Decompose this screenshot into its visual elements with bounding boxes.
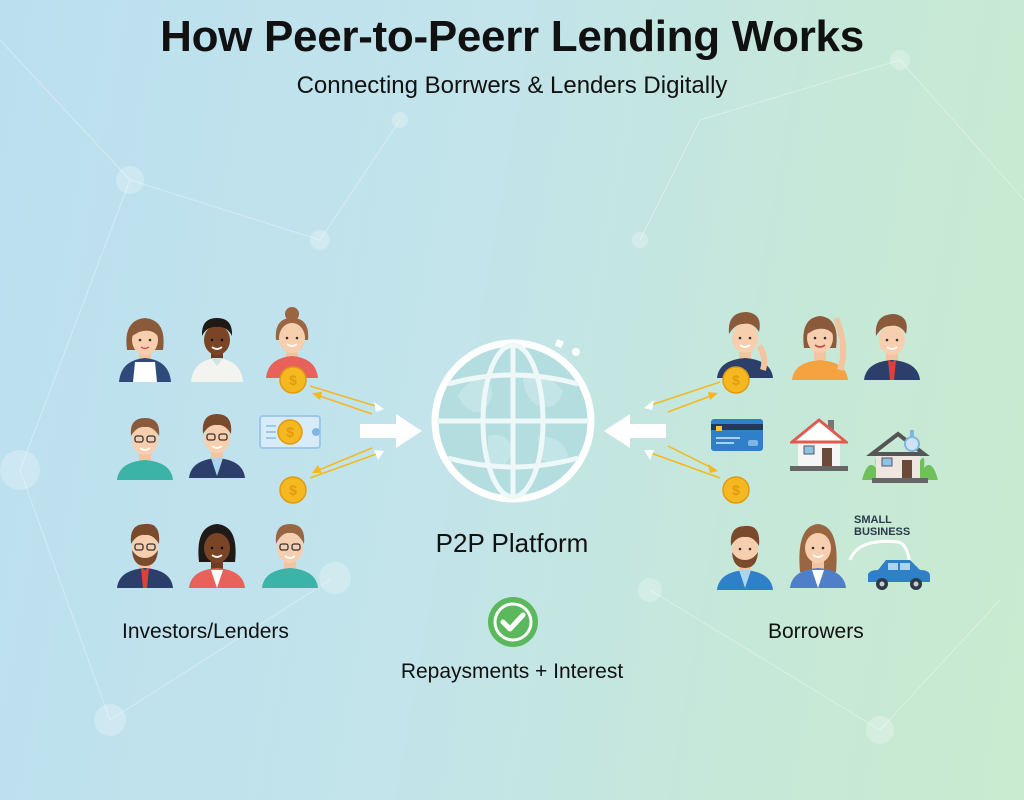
platform-label: P2P Platform bbox=[435, 528, 589, 558]
car-icon bbox=[868, 560, 930, 590]
coin-icon: $ bbox=[279, 476, 307, 504]
lender-man-suit-avatar bbox=[189, 414, 245, 478]
small-business-label: SMALL BUSINESS bbox=[854, 514, 910, 538]
lender-man-avatar bbox=[191, 318, 243, 382]
credit-card-icon bbox=[711, 419, 763, 451]
speech-curve bbox=[848, 539, 912, 567]
small-business-label-line1: SMALL bbox=[854, 514, 892, 526]
svg-text:$: $ bbox=[289, 482, 297, 498]
lender-man-glasses-avatar bbox=[117, 418, 173, 480]
check-circle-icon bbox=[488, 597, 538, 647]
house-loan-icon bbox=[862, 430, 938, 483]
coin-icon: $ bbox=[722, 366, 750, 394]
page-title: How Peer-to-Peerr Lending Works bbox=[160, 12, 864, 61]
globe-icon bbox=[431, 339, 595, 503]
borrower-man-suit-avatar bbox=[864, 314, 920, 380]
borrowers-label: Borrowers bbox=[768, 620, 864, 643]
lender-bearded-man-avatar bbox=[117, 523, 173, 588]
repayment-label: Repaysments + Interest bbox=[400, 660, 624, 683]
lender-woman-avatar bbox=[119, 318, 171, 382]
svg-text:$: $ bbox=[286, 424, 294, 440]
borrower-bearded-man-avatar bbox=[717, 525, 773, 590]
lenders-label: Investors/Lenders bbox=[122, 620, 289, 643]
borrower-woman-thinking-avatar bbox=[792, 316, 848, 380]
svg-text:$: $ bbox=[732, 482, 740, 498]
coin-icon: $ bbox=[279, 366, 307, 394]
borrower-flow-arrows bbox=[604, 381, 721, 479]
lender-man-glasses-avatar bbox=[262, 524, 318, 588]
svg-text:$: $ bbox=[289, 372, 297, 388]
svg-text:$: $ bbox=[732, 372, 740, 388]
small-business-label-line2: BUSINESS bbox=[854, 526, 911, 538]
coin-icon: $ bbox=[722, 476, 750, 504]
lender-flow-arrows bbox=[309, 385, 422, 479]
cheque-icon: $ bbox=[259, 415, 321, 449]
house-icon bbox=[790, 418, 848, 471]
lender-woman-avatar bbox=[189, 524, 245, 588]
page-subtitle: Connecting Borrwers & Lenders Digitally bbox=[296, 72, 728, 99]
borrower-woman-avatar bbox=[790, 524, 846, 588]
